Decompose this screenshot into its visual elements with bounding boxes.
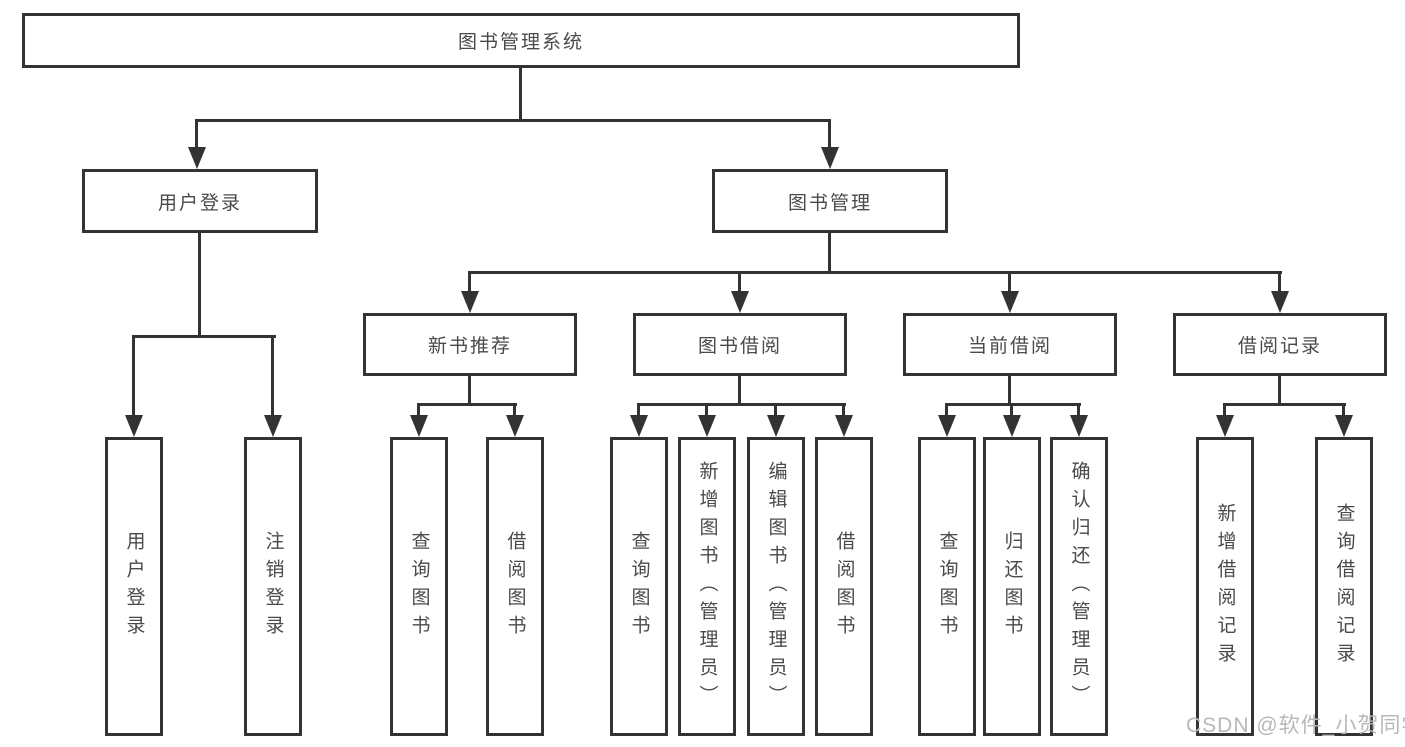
connector-sections-hline (468, 271, 1282, 274)
arrowhead-down-icon (767, 415, 785, 437)
leaf-logout: 注销登录 (244, 437, 302, 736)
node-borrowing-records: 借阅记录 (1173, 313, 1387, 376)
connector-section-stem (1008, 376, 1011, 406)
connector-stem (417, 406, 420, 417)
connector-stem (637, 406, 640, 417)
node-library-management-system: 图书管理系统 (22, 13, 1020, 68)
leaf-query-books-recommend: 查询图书 (390, 437, 448, 736)
connector-stem (738, 274, 741, 293)
connector-hline (945, 403, 1081, 406)
connector-stem (705, 406, 708, 417)
leaf-return-book: 归还图书 (983, 437, 1041, 736)
arrowhead-down-icon (1070, 415, 1088, 437)
connector-management-stem (828, 233, 831, 274)
connector-section-stem (468, 376, 471, 406)
leaf-confirm-return-admin: 确认归还（管理员） (1050, 437, 1108, 736)
connector-section-stem (738, 376, 741, 406)
arrowhead-down-icon (698, 415, 716, 437)
leaf-user-login: 用户登录 (105, 437, 163, 736)
connector-stem (842, 406, 845, 417)
node-current-borrowing: 当前借阅 (903, 313, 1117, 376)
arrowhead-down-icon (188, 147, 206, 169)
connector-stem (945, 406, 948, 417)
leaf-query-books-borrowing: 查询图书 (610, 437, 668, 736)
arrowhead-down-icon (835, 415, 853, 437)
connector-login-stem (198, 233, 201, 337)
connector-stem (1278, 274, 1281, 293)
node-book-management: 图书管理 (712, 169, 948, 233)
connector-login-hline (132, 335, 276, 338)
connector-stem (828, 122, 831, 149)
arrowhead-down-icon (264, 415, 282, 437)
connector-stem (271, 338, 274, 417)
leaf-query-borrow-record: 查询借阅记录 (1315, 437, 1373, 736)
arrowhead-down-icon (731, 291, 749, 313)
arrowhead-down-icon (410, 415, 428, 437)
leaf-add-book-admin: 新增图书（管理员） (678, 437, 736, 736)
connector-stem (468, 274, 471, 293)
connector-section-stem (1278, 376, 1281, 406)
connector-stem (1010, 406, 1013, 417)
arrowhead-down-icon (1335, 415, 1353, 437)
arrowhead-down-icon (125, 415, 143, 437)
arrowhead-down-icon (1271, 291, 1289, 313)
connector-stem (195, 122, 198, 149)
arrowhead-down-icon (461, 291, 479, 313)
arrowhead-down-icon (1216, 415, 1234, 437)
connector-stem (132, 338, 135, 417)
connector-level1-hline (195, 119, 831, 122)
connector-hline (417, 403, 517, 406)
leaf-edit-book-admin: 编辑图书（管理员） (747, 437, 805, 736)
node-new-book-recommendation: 新书推荐 (363, 313, 577, 376)
csdn-watermark: CSDN @软件_小贺同学 (1186, 714, 1405, 737)
connector-hline (637, 403, 846, 406)
node-user-login: 用户登录 (82, 169, 318, 233)
leaf-add-borrow-record: 新增借阅记录 (1196, 437, 1254, 736)
arrowhead-down-icon (1001, 291, 1019, 313)
connector-stem (1342, 406, 1345, 417)
connector-hline (1223, 403, 1346, 406)
arrowhead-down-icon (938, 415, 956, 437)
arrowhead-down-icon (1003, 415, 1021, 437)
leaf-borrow-books-recommend: 借阅图书 (486, 437, 544, 736)
connector-stem (513, 406, 516, 417)
arrowhead-down-icon (630, 415, 648, 437)
connector-stem (1008, 274, 1011, 293)
connector-stem (1223, 406, 1226, 417)
connector-stem (774, 406, 777, 417)
node-book-borrowing: 图书借阅 (633, 313, 847, 376)
connector-root-stem (519, 68, 522, 122)
arrowhead-down-icon (506, 415, 524, 437)
arrowhead-down-icon (821, 147, 839, 169)
connector-stem (1077, 406, 1080, 417)
leaf-query-books-current: 查询图书 (918, 437, 976, 736)
leaf-borrow-books: 借阅图书 (815, 437, 873, 736)
